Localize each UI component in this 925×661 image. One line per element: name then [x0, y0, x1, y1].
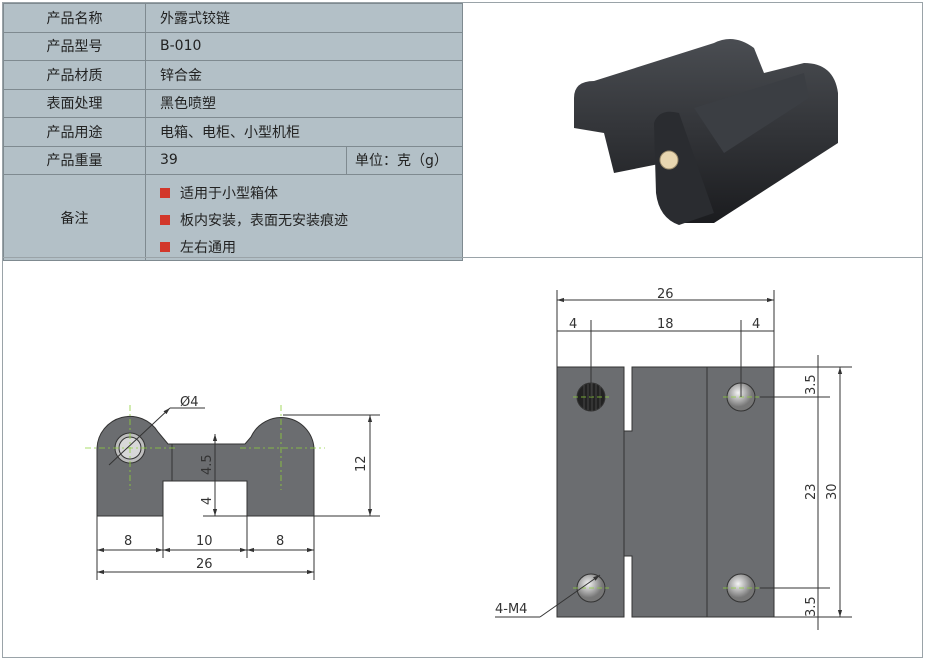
thread-callout: 4-M4 — [495, 602, 527, 617]
technical-drawings: Ø4 8 10 8 26 12 4.5 4 26 4 18 4 3.5 23 3… — [85, 287, 852, 630]
table-row-notes: 备注 适用于小型箱体 板内安装，表面无安装痕迹 左右通用 — [3, 174, 463, 261]
dim-total-height: 30 — [825, 483, 840, 500]
dim-hole-diameter: Ø4 — [180, 395, 199, 410]
dim-total: 26 — [196, 557, 213, 572]
list-item: 左右通用 — [160, 233, 448, 260]
dim-left: 8 — [124, 534, 132, 549]
list-item: 适用于小型箱体 — [160, 179, 448, 206]
row-label: 产品用途 — [3, 117, 146, 147]
note-text: 适用于小型箱体 — [180, 185, 278, 202]
bullet-icon — [160, 187, 170, 198]
row-value: B-010 — [145, 31, 463, 61]
row-value: 电箱、电柜、小型机柜 — [145, 117, 463, 147]
row-label: 产品材质 — [3, 60, 146, 90]
row-label: 产品重量 — [3, 145, 146, 175]
note-text: 板内安装，表面无安装痕迹 — [180, 212, 348, 229]
row-label: 产品名称 — [3, 3, 146, 33]
row-value: 黑色喷塑 — [145, 88, 463, 118]
side-view-drawing — [85, 405, 380, 580]
row-value: 锌合金 — [145, 60, 463, 90]
dim-total-width: 26 — [657, 287, 674, 302]
bullet-icon — [160, 241, 170, 252]
bullet-icon — [160, 214, 170, 225]
list-item: 板内安装，表面无安装痕迹 — [160, 206, 448, 233]
table-row: 产品用途电箱、电柜、小型机柜 — [3, 117, 463, 147]
row-label: 表面处理 — [3, 88, 146, 118]
dim-hole-spacing: 18 — [657, 317, 674, 332]
top-view-drawing — [495, 290, 852, 630]
dim-hole-pitch: 23 — [804, 483, 819, 500]
dim-right: 8 — [276, 534, 284, 549]
table-row: 产品材质锌合金 — [3, 60, 463, 90]
row-value: 外露式铰链 — [145, 3, 463, 33]
section-divider — [3, 257, 922, 258]
product-photo — [464, 3, 922, 257]
dim-bar: 4.5 — [200, 454, 215, 475]
dim-gap: 4 — [200, 497, 215, 505]
unit-label: 单位：克（g） — [346, 145, 463, 175]
hinge-photo-image — [574, 39, 838, 225]
note-text: 左右通用 — [180, 239, 236, 256]
dim-right-offset: 4 — [752, 317, 760, 332]
dim-top-offset: 3.5 — [804, 374, 819, 395]
notes-label: 备注 — [3, 174, 146, 261]
row-value: 39 — [145, 145, 347, 175]
dim-middle: 10 — [196, 534, 213, 549]
row-label: 产品型号 — [3, 31, 146, 61]
table-row: 表面处理黑色喷塑 — [3, 88, 463, 118]
dim-left-offset: 4 — [569, 317, 577, 332]
notes-list: 适用于小型箱体 板内安装，表面无安装痕迹 左右通用 — [145, 174, 463, 261]
dim-height: 12 — [354, 455, 369, 472]
dim-bottom-offset: 3.5 — [804, 596, 819, 617]
table-row: 产品名称外露式铰链 — [3, 3, 463, 33]
